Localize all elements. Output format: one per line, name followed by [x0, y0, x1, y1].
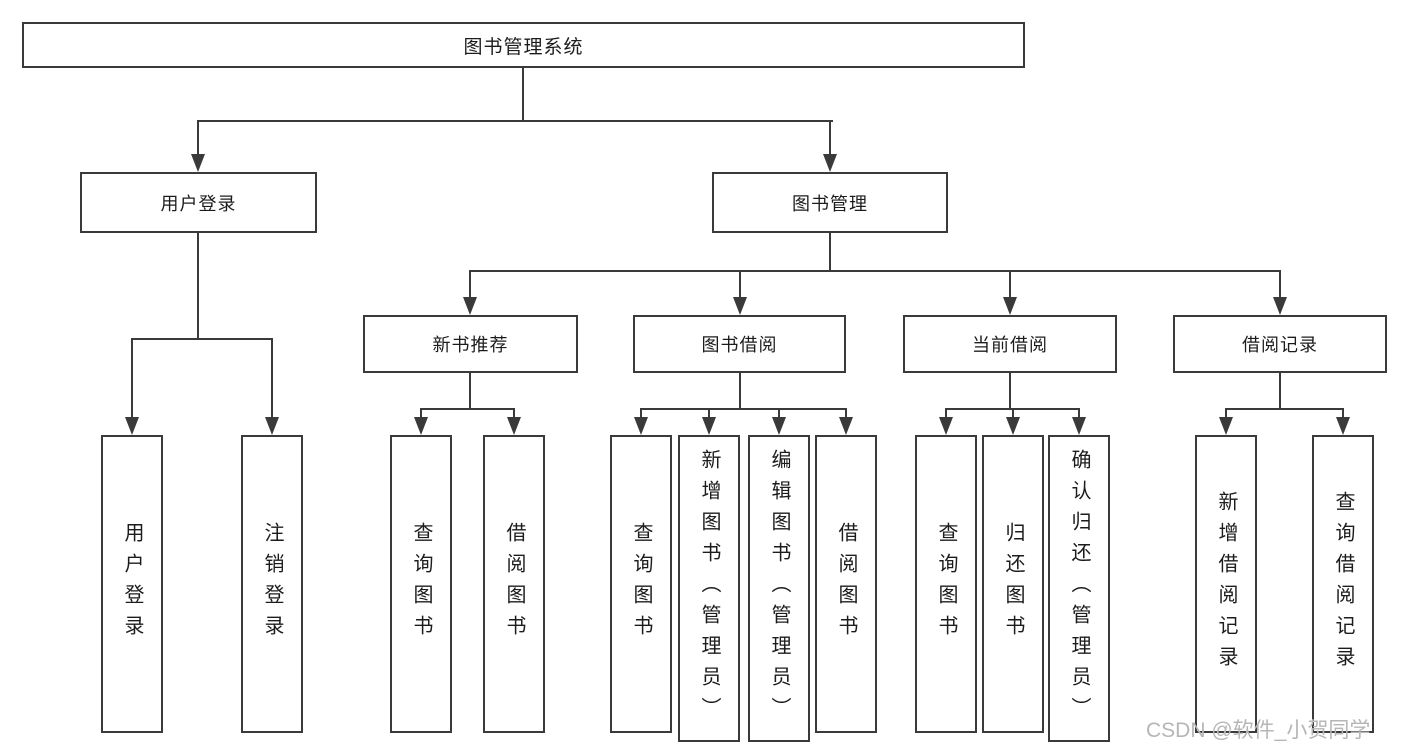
- leaf-query-books-current: 查询图书: [915, 435, 977, 733]
- arrow-to-leaf-icon: [634, 417, 648, 435]
- leaf-logout: 注销登录: [241, 435, 303, 733]
- arrow-to-leaf-icon: [839, 417, 853, 435]
- leaf-borrow-books-borrowing: 借阅图书: [815, 435, 877, 733]
- leaf-label: 注销登录: [261, 522, 283, 646]
- connector-drop-bb-leaf4: [845, 408, 847, 419]
- connector-drop-bb-leaf1: [640, 408, 642, 419]
- leaf-label: 借阅图书: [835, 522, 857, 646]
- leaf-label: 查询借阅记录: [1332, 491, 1354, 677]
- connector-stem-book-borrowing: [739, 373, 741, 410]
- node-label: 借阅记录: [1242, 335, 1318, 355]
- leaf-label: 新增借阅记录: [1215, 491, 1237, 677]
- arrow-to-borrowing-records-icon: [1273, 297, 1287, 315]
- connector-drop-br-leaf2: [1342, 408, 1344, 419]
- node-label: 图书借阅: [701, 335, 778, 355]
- leaf-label: 查询图书: [630, 522, 652, 646]
- node-user-login: 用户登录: [80, 172, 317, 233]
- connector-bar-borrowing-records: [1225, 408, 1344, 410]
- leaf-label: 确认归还（管理员）: [1068, 449, 1090, 728]
- arrow-to-leaf-icon: [1072, 417, 1086, 435]
- connector-drop-cb-leaf2: [1012, 408, 1014, 419]
- connector-drop-book-borrowing: [739, 270, 741, 299]
- connector-bar-level1: [197, 120, 833, 122]
- connector-drop-book-management: [829, 120, 831, 156]
- leaf-edit-books-admin: 编辑图书（管理员）: [748, 435, 810, 742]
- leaf-query-borrow-record: 查询借阅记录: [1312, 435, 1374, 733]
- csdn-watermark: CSDN @软件_小贺同学: [1146, 719, 1371, 742]
- leaf-label: 借阅图书: [503, 522, 525, 646]
- leaf-user-login: 用户登录: [101, 435, 163, 733]
- arrow-to-leaf-icon: [1219, 417, 1233, 435]
- connector-drop-nb-leaf2: [513, 408, 515, 419]
- arrow-to-book-borrowing-icon: [733, 297, 747, 315]
- connector-drop-br-leaf1: [1225, 408, 1227, 419]
- arrow-to-leaf-icon: [125, 417, 139, 435]
- connector-stem-new-book-recommend: [469, 373, 471, 410]
- leaf-add-borrow-record: 新增借阅记录: [1195, 435, 1257, 733]
- leaf-label: 编辑图书（管理员）: [768, 449, 790, 728]
- leaf-label: 新增图书（管理员）: [698, 449, 720, 728]
- connector-stem-book-management: [829, 233, 831, 272]
- leaf-add-books-admin: 新增图书（管理员）: [678, 435, 740, 742]
- connector-bar-book-borrowing: [640, 408, 847, 410]
- node-current-borrowing: 当前借阅: [903, 315, 1117, 373]
- node-label: 当前借阅: [972, 335, 1048, 355]
- connector-drop-borrowing-records: [1279, 270, 1281, 299]
- leaf-query-books-borrowing: 查询图书: [610, 435, 672, 733]
- arrow-to-book-management-icon: [823, 154, 837, 172]
- arrow-to-leaf-icon: [1006, 417, 1020, 435]
- arrow-to-user-login-icon: [191, 154, 205, 172]
- arrow-to-leaf-icon: [939, 417, 953, 435]
- connector-drop-leaf-logout: [271, 338, 273, 419]
- leaf-return-books: 归还图书: [982, 435, 1044, 733]
- connector-drop-bb-leaf3: [778, 408, 780, 419]
- arrow-to-leaf-icon: [772, 417, 786, 435]
- arrow-to-new-book-recommend-icon: [463, 297, 477, 315]
- leaf-label: 用户登录: [121, 522, 143, 646]
- connector-drop-bb-leaf2: [708, 408, 710, 419]
- connector-bar-new-book-recommend: [420, 408, 515, 410]
- connector-drop-current-borrowing: [1009, 270, 1011, 299]
- leaf-query-books-recommend: 查询图书: [390, 435, 452, 733]
- leaf-label: 归还图书: [1002, 522, 1024, 646]
- connector-drop-nb-leaf1: [420, 408, 422, 419]
- node-new-book-recommend: 新书推荐: [363, 315, 578, 373]
- connector-drop-leaf-user-login: [131, 338, 133, 419]
- node-label: 图书管理系统: [463, 36, 584, 58]
- arrow-to-current-borrowing-icon: [1003, 297, 1017, 315]
- connector-drop-cb-leaf3: [1078, 408, 1080, 419]
- node-label: 用户登录: [160, 193, 237, 214]
- leaf-label: 查询图书: [410, 522, 432, 646]
- connector-stem-user-login: [197, 233, 199, 340]
- arrow-to-leaf-icon: [265, 417, 279, 435]
- connector-bar-user-login: [131, 338, 273, 340]
- node-label: 图书管理: [792, 193, 868, 214]
- connector-drop-user-login: [197, 120, 199, 156]
- arrow-to-leaf-icon: [702, 417, 716, 435]
- leaf-borrow-books-recommend: 借阅图书: [483, 435, 545, 733]
- connector-stem-borrowing-records: [1279, 373, 1281, 410]
- connector-drop-cb-leaf1: [945, 408, 947, 419]
- node-borrowing-records: 借阅记录: [1173, 315, 1387, 373]
- connector-drop-new-book-recommend: [469, 270, 471, 299]
- node-book-borrowing: 图书借阅: [633, 315, 846, 373]
- connector-bar-book-management: [469, 270, 1281, 272]
- arrow-to-leaf-icon: [507, 417, 521, 435]
- node-book-management: 图书管理: [712, 172, 948, 233]
- arrow-to-leaf-icon: [414, 417, 428, 435]
- leaf-confirm-return-admin: 确认归还（管理员）: [1048, 435, 1110, 742]
- arrow-to-leaf-icon: [1336, 417, 1350, 435]
- leaf-label: 查询图书: [935, 522, 957, 646]
- connector-stem-current-borrowing: [1009, 373, 1011, 410]
- node-library-management-system: 图书管理系统: [22, 22, 1025, 68]
- connector-stem-root: [522, 68, 524, 122]
- node-label: 新书推荐: [432, 335, 509, 355]
